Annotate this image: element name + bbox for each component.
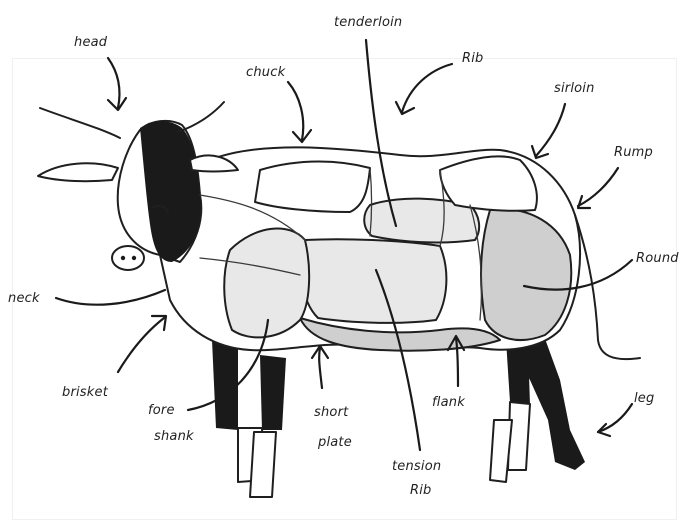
label-round: Round [636,251,679,266]
cut-labels: head chuck tenderloin Rib sirloin Rump R… [8,15,679,498]
label-leg: leg [634,391,654,406]
label-shank: shank [154,429,194,444]
arrow-rump [576,166,620,208]
label-tenderloin: tenderloin [334,15,402,30]
arrow-leg-tip [596,422,612,438]
arrow-sirloin [534,102,567,158]
label-plate: plate [317,435,352,450]
arrow-rib [400,62,454,114]
arrow-tension-rib [374,268,422,452]
arrow-neck [54,288,167,306]
label-short: short [314,405,349,420]
cow-body [37,101,641,498]
arrow-leg [596,402,634,434]
label-head: head [74,35,108,50]
arrow-fore-shank [186,318,270,412]
arrow-head [106,56,121,110]
arrow-short-plate-tip [310,344,330,360]
arrow-short-plate [318,346,324,390]
label-tension: tension [392,459,441,474]
arrow-flank [454,336,460,388]
label-neck: neck [8,291,40,306]
arrow-rump-tip [576,194,592,210]
arrow-sirloin-tip [530,144,550,160]
label-sirloin: sirloin [554,81,595,96]
arrow-head-tip [106,96,128,112]
arrow-brisket-tip [150,314,168,332]
arrow-chuck [286,80,305,142]
label-brisket: brisket [62,385,109,400]
label-rib: Rib [462,51,484,66]
label-fore: fore [148,403,175,418]
pointer-arrows [54,38,634,452]
arrow-tenderloin [364,38,398,228]
arrow-chuck-tip [291,128,313,144]
label-chuck: chuck [246,65,286,80]
arrow-brisket [116,316,166,374]
arrow-round [522,258,634,291]
label-flank: flank [432,395,465,410]
arrow-flank-tip [446,334,466,352]
label-rump: Rump [614,145,653,160]
label-tension-rib: Rib [410,483,432,498]
arrow-rib-tip [394,100,416,116]
